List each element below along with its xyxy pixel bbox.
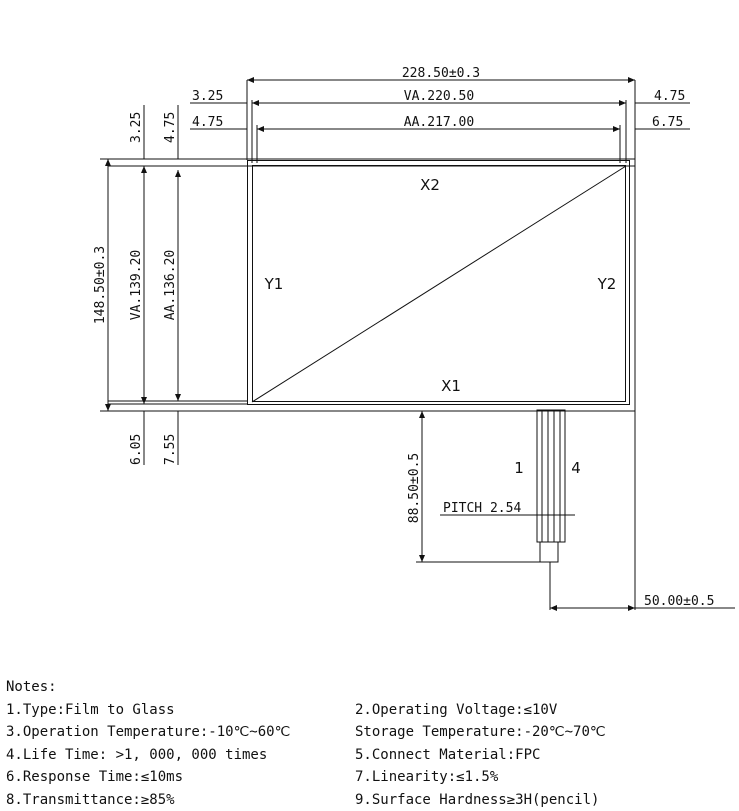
arrowhead bbox=[550, 605, 557, 611]
overall-height-label: 148.50±0.3 bbox=[93, 246, 108, 324]
tail-position-label: 50.00±0.5 bbox=[644, 594, 714, 609]
top-aa-offset-label: 4.75 bbox=[163, 112, 178, 143]
pitch-label: PITCH 2.54 bbox=[443, 501, 521, 516]
left-aa-offset-label: 4.75 bbox=[192, 115, 223, 130]
arrowhead bbox=[628, 605, 635, 611]
bottom-aa-offset-label: 7.55 bbox=[163, 434, 178, 465]
arrowhead bbox=[628, 77, 635, 83]
arrowhead bbox=[105, 404, 111, 411]
notes-section: Notes: 1.Type:Film to Glass 2.Operating … bbox=[6, 676, 736, 811]
arrowhead bbox=[105, 159, 111, 166]
y1-label: Y1 bbox=[264, 275, 284, 293]
va-outline bbox=[248, 161, 630, 405]
right-va-offset-label: 4.75 bbox=[654, 89, 685, 104]
tail-length-label: 88.50±0.5 bbox=[407, 453, 422, 523]
bottom-va-offset-label: 6.05 bbox=[129, 434, 144, 465]
note-item: Storage Temperature:-20℃~70℃ bbox=[355, 721, 736, 744]
overall-width-label: 228.50±0.3 bbox=[402, 66, 480, 81]
arrowhead bbox=[619, 100, 626, 106]
arrowhead bbox=[175, 394, 181, 401]
notes-title: Notes: bbox=[6, 676, 736, 699]
top-va-offset-label: 3.25 bbox=[129, 112, 144, 143]
arrowhead bbox=[257, 126, 264, 132]
y2-label: Y2 bbox=[597, 275, 617, 293]
arrowhead bbox=[247, 77, 254, 83]
arrowhead bbox=[175, 170, 181, 177]
va-width-label: VA.220.50 bbox=[404, 89, 474, 104]
left-va-offset-label: 3.25 bbox=[192, 89, 223, 104]
arrowhead bbox=[419, 411, 425, 418]
note-row: 4.Life Time: >1, 000, 000 times 5.Connec… bbox=[6, 744, 736, 767]
note-row: 6.Response Time:≤10ms 7.Linearity:≤1.5% bbox=[6, 766, 736, 789]
note-item: 4.Life Time: >1, 000, 000 times bbox=[6, 744, 355, 767]
note-item: 2.Operating Voltage:≤10V bbox=[355, 699, 736, 722]
pin-4-label: 4 bbox=[571, 459, 581, 477]
fpc-connector bbox=[540, 542, 558, 562]
fpc-tail bbox=[537, 410, 565, 542]
arrowhead bbox=[613, 126, 620, 132]
arrowhead bbox=[141, 166, 147, 173]
note-row: 1.Type:Film to Glass 2.Operating Voltage… bbox=[6, 699, 736, 722]
note-item: 1.Type:Film to Glass bbox=[6, 699, 355, 722]
aa-height-label: AA.136.20 bbox=[163, 250, 178, 320]
diagonal-line bbox=[252, 166, 626, 402]
aa-width-label: AA.217.00 bbox=[404, 115, 474, 130]
va-height-label: VA.139.20 bbox=[129, 250, 144, 320]
pin-1-label: 1 bbox=[514, 459, 524, 477]
x2-label: X2 bbox=[420, 176, 440, 194]
note-item: 6.Response Time:≤10ms bbox=[6, 766, 355, 789]
arrowhead bbox=[419, 555, 425, 562]
x1-label: X1 bbox=[441, 377, 461, 395]
note-row: 3.Operation Temperature:-10℃~60℃ Storage… bbox=[6, 721, 736, 744]
note-item: 5.Connect Material:FPC bbox=[355, 744, 736, 767]
note-item: 3.Operation Temperature:-10℃~60℃ bbox=[6, 721, 355, 744]
arrowhead bbox=[252, 100, 259, 106]
right-aa-offset-label: 6.75 bbox=[652, 115, 683, 130]
note-item: 7.Linearity:≤1.5% bbox=[355, 766, 736, 789]
outer-outline bbox=[108, 159, 635, 411]
